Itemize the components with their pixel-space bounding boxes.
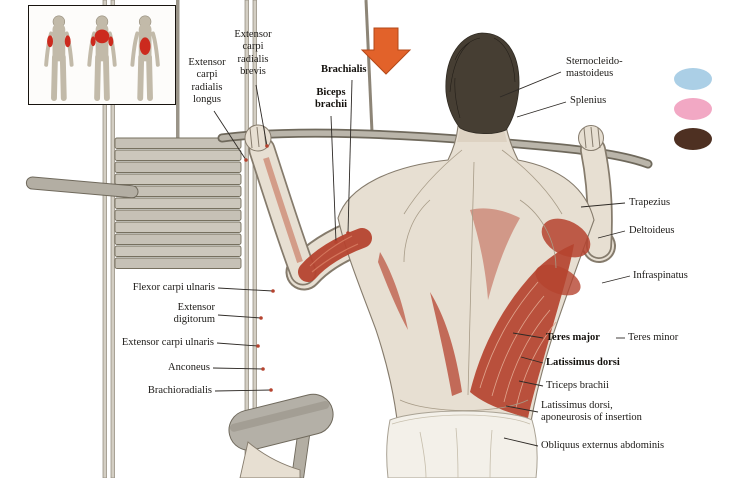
label-splenius: Splenius [570, 95, 607, 106]
legend-swatch-pink [674, 98, 712, 120]
inset-figure-back-lats [130, 15, 160, 102]
label-brachialis: Brachialis [321, 64, 367, 75]
thigh-pad [228, 393, 334, 478]
label-extensor-carpi-radialis-brevis: Extensor carpi radialis brevis [234, 29, 272, 78]
inset-figures-canvas [44, 15, 160, 102]
weight-stack [114, 137, 242, 269]
cable-machine [25, 0, 374, 478]
highlighted-muscles [263, 157, 591, 418]
label-trapezius: Trapezius [629, 197, 671, 208]
label-deltoideus: Deltoideus [629, 225, 675, 236]
label-extensor-carpi-radialis-longus: Extensor carpi radialis longus [188, 57, 226, 106]
muscle-overview-inset [28, 5, 176, 105]
leader-dots [244, 144, 350, 392]
leader-lines [212, 71, 631, 447]
label-extensor-digitorum: Extensor digitorum [173, 302, 215, 326]
inset-figure-front [44, 15, 74, 102]
legend [674, 68, 712, 150]
label-obliquus-externus-abdominis: Obliquus externus abdominis [541, 440, 665, 451]
label-triceps-brachii: Triceps brachii [546, 380, 609, 391]
label-teres-minor: Teres minor [628, 332, 679, 343]
label-sternocleido-mastoideus: Sternocleido- mastoideus [566, 56, 623, 80]
athlete-figure [239, 32, 616, 478]
label-flexor-carpi-ulnaris: Flexor carpi ulnaris [132, 282, 215, 293]
label-brachioradialis: Brachioradialis [147, 385, 212, 396]
legend-swatch-brown [674, 128, 712, 150]
lever-handle [25, 176, 139, 199]
label-biceps-brachii: Biceps brachii [314, 87, 348, 111]
label-anconeus: Anconeus [168, 362, 210, 373]
down-arrow-icon [360, 27, 412, 75]
label-latissimus-dorsi-aponeurosis: Latissimus dorsi, aponeurosis of inserti… [541, 400, 642, 424]
label-latissimus-dorsi: Latissimus dorsi [546, 357, 620, 368]
legend-swatch-blue [674, 68, 712, 90]
label-teres-major: Teres major [546, 332, 600, 343]
inset-figure-back-upper [87, 15, 117, 102]
label-extensor-carpi-ulnaris: Extensor carpi ulnaris [121, 337, 214, 348]
label-infraspinatus: Infraspinatus [633, 270, 688, 281]
